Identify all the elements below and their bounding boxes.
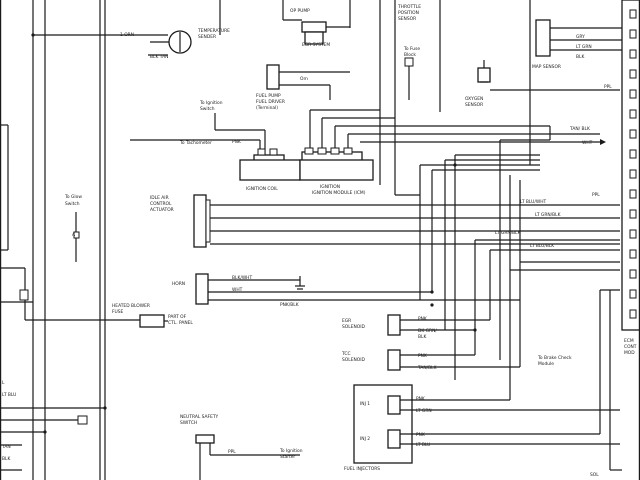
svg-text:DK GRN/: DK GRN/: [418, 328, 437, 334]
svg-text:NEUTRAL SAFETY: NEUTRAL SAFETY: [180, 414, 219, 420]
svg-text:POSITION: POSITION: [398, 10, 419, 16]
svg-text:SOLENOID: SOLENOID: [342, 357, 365, 363]
fuse-left: [73, 231, 80, 239]
left-bus-wires: [0, 0, 168, 480]
svg-text:TAN/ BLK: TAN/ BLK: [569, 126, 590, 132]
svg-text:PNK: PNK: [416, 432, 425, 438]
top-gauge: 1 ORN BLK TAN TEMPERATURE SENDER: [120, 28, 230, 60]
svg-text:SENDER: SENDER: [198, 34, 216, 40]
inj2-label: INJ 2: [360, 436, 370, 442]
svg-text:IGNITION: IGNITION: [320, 184, 340, 190]
svg-text:SWITCH: SWITCH: [180, 420, 197, 426]
svg-text:ECM: ECM: [624, 338, 634, 344]
neutral-safety-switch: NEUTRAL SAFETY SWITCH PPL To Ignition St…: [180, 414, 303, 480]
solenoids: EGR SOLENOID PNK DK GRN/ BLK TCC SOLENOI…: [341, 314, 572, 371]
connector-bottom-left: [77, 415, 88, 425]
svg-text:CONTROL: CONTROL: [150, 201, 172, 207]
svg-text:FUEL DRIVER: FUEL DRIVER: [256, 99, 285, 105]
svg-text:SENSOR: SENSOR: [398, 16, 416, 22]
connector-left: [19, 289, 29, 301]
svg-text:Orn: Orn: [300, 76, 308, 82]
ignition-section: IGNITION COIL To Tachometer PNK IGNITION…: [130, 85, 606, 196]
ignition-module-label: IGNITION MODULE (ICM): [312, 190, 366, 196]
fuel-injectors-label: FUEL INJECTORS: [344, 466, 380, 472]
svg-text:GRY: GRY: [576, 34, 585, 40]
svg-text:LT GRN/BLK: LT GRN/BLK: [495, 230, 521, 236]
svg-text:PNK: PNK: [232, 139, 241, 145]
svg-text:SOL: SOL: [590, 472, 599, 478]
svg-text:BLK: BLK: [2, 456, 10, 462]
svg-text:PNK/BLK: PNK/BLK: [280, 302, 299, 308]
svg-text:LT GRN: LT GRN: [416, 408, 432, 414]
svg-text:TAN/BLK: TAN/BLK: [417, 365, 437, 371]
svg-text:LT BLU/WHT: LT BLU/WHT: [520, 199, 546, 205]
svg-text:LT GRN: LT GRN: [576, 44, 592, 50]
svg-text:OP PUMP: OP PUMP: [290, 8, 310, 14]
svg-text:EGR: EGR: [342, 318, 351, 324]
svg-text:EGR SYSTEM: EGR SYSTEM: [302, 42, 330, 48]
tachometer-label: To Tachometer: [179, 140, 212, 146]
svg-text:Switch: Switch: [65, 201, 80, 207]
svg-text:PNK: PNK: [418, 316, 427, 322]
svg-text:BLK: BLK: [576, 54, 584, 60]
svg-text:FUEL PUMP: FUEL PUMP: [256, 93, 281, 99]
svg-text:BLK TAN: BLK TAN: [150, 54, 168, 60]
svg-text:TAN: TAN: [1, 444, 11, 450]
svg-text:To Ignition: To Ignition: [279, 448, 303, 454]
inj1-label: INJ 1: [360, 401, 370, 407]
svg-text:TCC: TCC: [341, 351, 351, 357]
svg-text:LT BLU: LT BLU: [416, 442, 430, 448]
svg-text:PNK: PNK: [418, 353, 427, 359]
svg-text:Switch: Switch: [200, 106, 215, 112]
lower-left-components: HEATED BLOWER FUSE PART OF CTL. PANEL: [112, 303, 193, 328]
map-sensor: MAP SENSOR GRY LT GRN BLK: [532, 19, 622, 70]
svg-text:BLK: BLK: [418, 334, 426, 340]
svg-text:To Ignition: To Ignition: [199, 100, 223, 106]
svg-text:1 ORN: 1 ORN: [120, 32, 134, 38]
svg-text:Module: Module: [538, 361, 554, 367]
svg-text:WHT: WHT: [232, 287, 243, 293]
svg-text:To Brake Check: To Brake Check: [537, 355, 572, 361]
svg-text:CTL. PANEL: CTL. PANEL: [168, 320, 193, 326]
fuel-injectors: INJ 1 INJ 2 FUEL INJECTORS PNK LT GRN PN…: [344, 384, 620, 472]
ecm-connector: ECM CONT MOD: [621, 0, 640, 356]
svg-text:To Glow: To Glow: [64, 194, 82, 200]
svg-text:Block: Block: [404, 52, 416, 58]
svg-text:A: A: [72, 232, 75, 238]
svg-text:CONT: CONT: [624, 344, 637, 350]
svg-text:PNK: PNK: [416, 396, 425, 402]
svg-text:LT BLU: LT BLU: [2, 392, 16, 398]
svg-text:FUSE: FUSE: [112, 309, 124, 315]
svg-text:OXYGEN: OXYGEN: [465, 96, 483, 102]
top-center-components: OP PUMP EGR SYSTEM THROTTLE POSITION SEN…: [199, 0, 620, 195]
horn-label: HORN: [172, 281, 185, 287]
idle-air-control: IDLE AIR CONTROL ACTUATOR LT BLU/WHT LT …: [150, 192, 620, 249]
svg-text:LT BLU/BLK: LT BLU/BLK: [530, 243, 554, 249]
horn: HORN BLK/WHT WHT PNK/BLK: [172, 273, 520, 308]
svg-text:(Terminal): (Terminal): [256, 105, 278, 111]
svg-text:MOD: MOD: [624, 350, 635, 356]
svg-text:To Fuse: To Fuse: [403, 46, 420, 52]
svg-text:HEATED BLOWER: HEATED BLOWER: [112, 303, 150, 309]
svg-text:ACTUATOR: ACTUATOR: [150, 207, 174, 213]
svg-text:TEMPERATURE: TEMPERATURE: [197, 28, 230, 34]
right-harness: [379, 0, 622, 471]
svg-text:WHT: WHT: [582, 140, 593, 146]
svg-text:PART OF: PART OF: [168, 314, 187, 320]
ignition-coil-label: IGNITION COIL: [246, 186, 278, 192]
svg-text:Starter: Starter: [280, 454, 295, 460]
svg-text:SENSOR: SENSOR: [465, 102, 483, 108]
svg-text:IDLE AIR: IDLE AIR: [150, 195, 169, 201]
map-sensor-label: MAP SENSOR: [532, 64, 561, 70]
svg-text:PPL: PPL: [228, 449, 236, 455]
svg-text:LT GRN/BLK: LT GRN/BLK: [535, 212, 561, 218]
svg-text:BLK/WHT: BLK/WHT: [232, 275, 252, 281]
svg-text:L: L: [2, 380, 5, 386]
svg-text:PPL: PPL: [592, 192, 600, 198]
svg-text:THROTTLE: THROTTLE: [397, 4, 421, 10]
bottom-right: SOL: [590, 472, 599, 478]
svg-text:PPL: PPL: [604, 84, 612, 90]
svg-text:SOLENOID: SOLENOID: [342, 324, 365, 330]
